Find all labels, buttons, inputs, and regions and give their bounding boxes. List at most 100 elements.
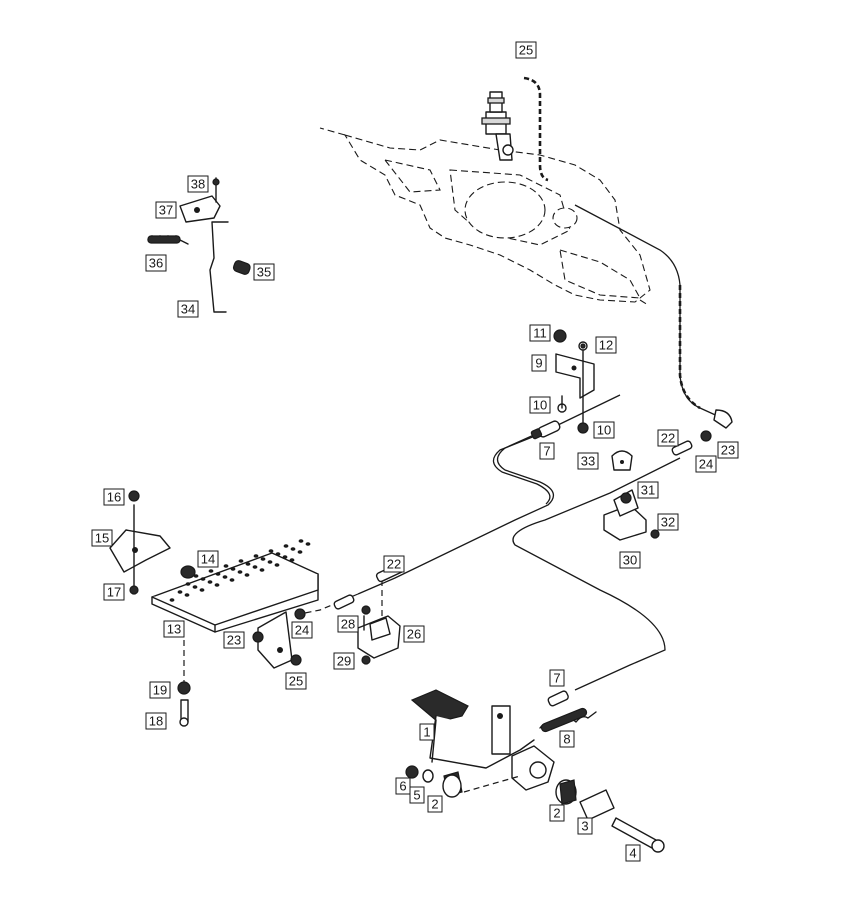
callout-number: 10: [533, 398, 547, 413]
pedal-hole: [193, 574, 199, 578]
pedal-bolt-18-19: [177, 640, 191, 727]
callout-box: [577, 817, 593, 835]
callout-box: [695, 455, 717, 473]
callout-number: 26: [407, 627, 421, 642]
callout-box: [163, 620, 185, 638]
callout-number: 7: [553, 671, 560, 686]
pedal-hole: [199, 588, 205, 592]
callout-box: [657, 429, 679, 447]
callout-box: [91, 529, 113, 547]
rod-end-35: [232, 260, 251, 275]
callout-c37: 37: [155, 201, 177, 219]
linkage-rod: [209, 221, 229, 313]
callout-box: [595, 336, 617, 354]
callout-c32: 32: [657, 513, 679, 531]
pedal-hole: [282, 555, 288, 559]
callout-c23b: 23: [717, 441, 739, 459]
bushing-2-right: [555, 779, 577, 805]
callout-box: [383, 555, 405, 573]
callout-c4: 4: [625, 844, 641, 862]
pedal-hole: [259, 568, 265, 572]
callout-number: 36: [149, 256, 163, 271]
pedal-hole: [184, 593, 190, 597]
pedal-hole: [298, 539, 304, 543]
callout-number: 10: [597, 423, 611, 438]
callout-number: 4: [629, 846, 636, 861]
pedal-pivot: [511, 745, 555, 791]
callout-number: 12: [599, 338, 613, 353]
callout-c23a: 23: [223, 631, 245, 649]
callout-box: [559, 730, 575, 748]
pedal-hole: [244, 573, 250, 577]
cable-end-22-right: [671, 409, 733, 456]
callout-number: 2: [431, 797, 438, 812]
callout-number: 35: [257, 265, 271, 280]
brake-pedal-1: [410, 689, 535, 769]
pedal-hole: [185, 582, 191, 586]
callout-box: [145, 712, 167, 730]
pedal-hole: [252, 565, 258, 569]
callout-number: 5: [413, 788, 420, 803]
callout-box: [145, 254, 167, 272]
callout-box: [197, 550, 219, 568]
pedal-hole: [207, 580, 213, 584]
callout-box: [103, 488, 125, 506]
callout-number: 13: [167, 622, 181, 637]
callout-number: 34: [181, 302, 195, 317]
callout-number: 31: [641, 483, 655, 498]
pedal-hole: [177, 590, 183, 594]
callout-number: 19: [153, 683, 167, 698]
nut-6: [405, 765, 419, 779]
callout-box: [529, 324, 551, 342]
callout-box: [549, 804, 565, 822]
callout-c35: 35: [253, 263, 275, 281]
callout-c11: 11: [529, 324, 551, 342]
callout-c22b: 22: [657, 429, 679, 447]
cable-clamp-33: [611, 450, 633, 471]
pedal-hole: [200, 577, 206, 581]
callout-number: 24: [295, 623, 309, 638]
cables: [299, 76, 723, 691]
pedal-plate-13: [151, 539, 319, 633]
pedal-hole: [305, 542, 311, 546]
spacer-3: [579, 789, 615, 821]
callout-c19: 19: [149, 681, 171, 699]
callout-number: 18: [149, 714, 163, 729]
callout-box: [717, 441, 739, 459]
callout-c26: 26: [403, 625, 425, 643]
callout-c28: 28: [337, 615, 359, 633]
callout-c15: 15: [91, 529, 113, 547]
callout-number: 1: [423, 725, 430, 740]
callout-number: 25: [289, 674, 303, 689]
callout-number: 2: [553, 806, 560, 821]
pedal-hole: [283, 544, 289, 548]
callout-number: 11: [533, 326, 547, 341]
callout-box: [577, 452, 599, 470]
cable-bracket-30: [603, 489, 660, 541]
cable-bracket-9: [553, 329, 595, 434]
transaxle-outline: [319, 127, 651, 306]
callout-box: [657, 513, 679, 531]
callout-box: [223, 631, 245, 649]
pedal-arm: [252, 608, 306, 669]
callout-box: [291, 621, 313, 639]
callout-box: [409, 786, 425, 804]
callout-box: [155, 201, 177, 219]
callout-box: [285, 672, 307, 690]
pedal-hole: [208, 569, 214, 573]
linkage-bracket: [179, 177, 221, 223]
callout-c18: 18: [145, 712, 167, 730]
callout-number: 33: [581, 454, 595, 469]
callout-c16: 16: [103, 488, 125, 506]
callout-c34: 34: [177, 300, 199, 318]
pedal-hole: [260, 557, 266, 561]
callout-box: [539, 442, 555, 460]
spring-8: [539, 707, 597, 733]
callout-box: [593, 421, 615, 439]
pedal-hole: [214, 583, 220, 587]
callout-c38: 38: [187, 175, 209, 193]
callout-box: [427, 795, 443, 813]
callout-box: [515, 41, 537, 59]
callout-box: [531, 354, 547, 372]
callout-c14: 14: [197, 550, 219, 568]
